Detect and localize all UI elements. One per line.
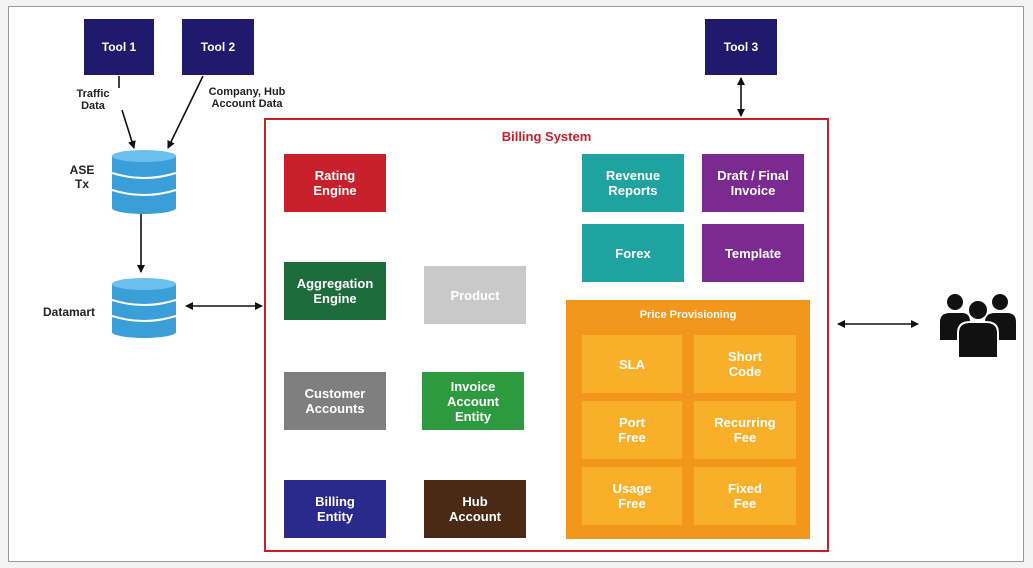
tool-3-box: Tool 3 [705,19,777,75]
sla-cell: SLA [582,335,682,393]
billing-system-container: Billing System [264,118,829,552]
recurring-fee-cell: Recurring Fee [694,401,796,459]
product-box: Product [424,266,526,324]
revenue-reports-box: Revenue Reports [582,154,684,212]
company-hub-account-data-label: Company, Hub Account Data [208,86,286,110]
arrow-tool2-to-ase [167,75,204,149]
template-box: Template [702,224,804,282]
datamart-label: Datamart [42,305,96,319]
price-provisioning-title: Price Provisioning [639,309,737,321]
invoice-account-entity-box: Invoice Account Entity [422,372,524,430]
billing-system-title: Billing System [501,129,592,144]
draft-final-invoice-box: Draft / Final Invoice [702,154,804,212]
traffic-data-label: Traffic Data [76,88,110,112]
short-code-cell: Short Code [694,335,796,393]
port-free-cell: Port Free [582,401,682,459]
price-provisioning-container: Price Provisioning SLA Short Code Port F… [566,300,810,539]
rating-engine-box: Rating Engine [284,154,386,212]
datamart-database-icon [111,278,177,338]
usage-free-cell: Usage Free [582,467,682,525]
hub-account-box: Hub Account [424,480,526,538]
forex-box: Forex [582,224,684,282]
billing-entity-box: Billing Entity [284,480,386,538]
users-group-icon [940,294,1016,359]
tool-2-box: Tool 2 [182,19,254,75]
arrow-tool1-to-ase [118,76,134,148]
ase-tx-label: ASE Tx [69,163,95,191]
fixed-fee-cell: Fixed Fee [694,467,796,525]
customer-accounts-box: Customer Accounts [284,372,386,430]
tool-1-box: Tool 1 [84,19,154,75]
ase-tx-database-icon [111,150,177,214]
aggregation-engine-box: Aggregation Engine [284,262,386,320]
